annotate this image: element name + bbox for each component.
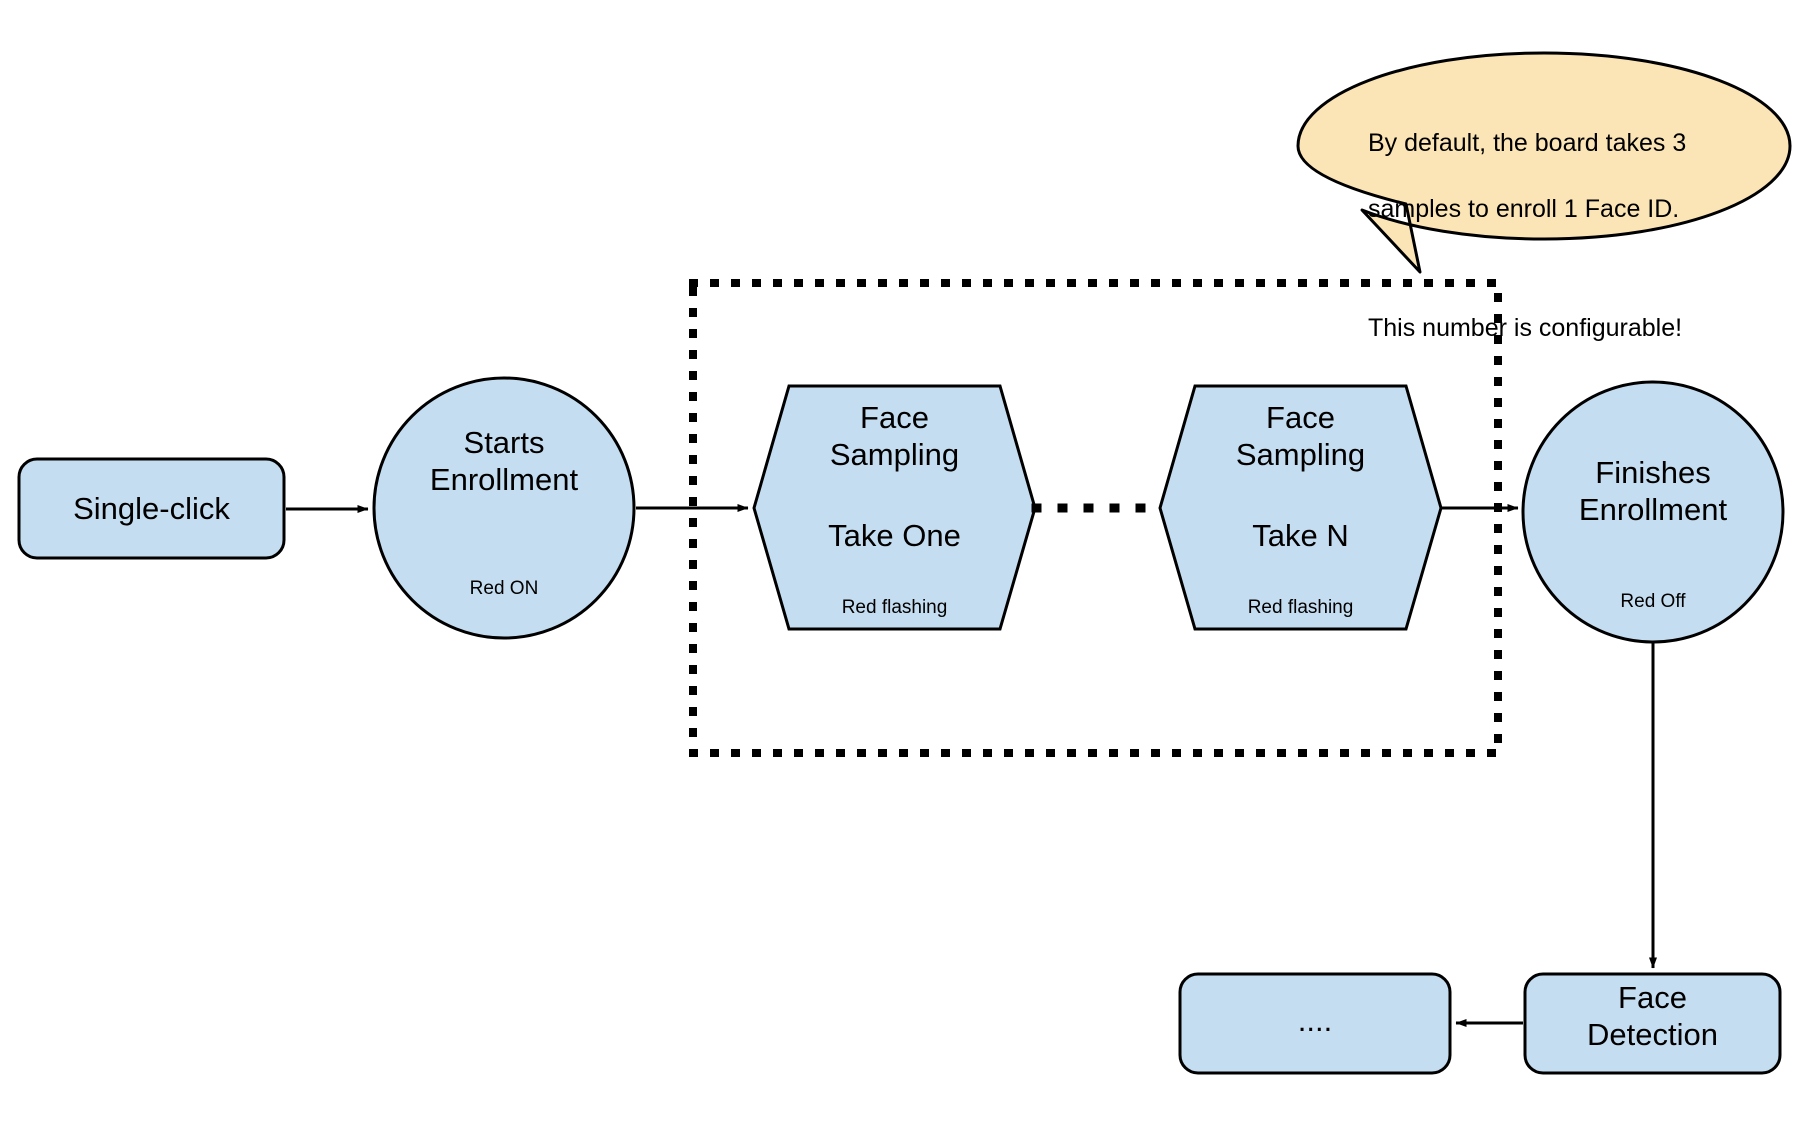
sampling-group-box xyxy=(689,279,1502,757)
node-face-detection-shape[interactable] xyxy=(1523,972,1782,1075)
node-single-click-shape[interactable] xyxy=(17,457,286,560)
node-starts-enrollment-shape[interactable] xyxy=(372,376,636,640)
node-face-sampling-n-shape[interactable] xyxy=(1158,384,1443,631)
node-finishes-enrollment-shape[interactable] xyxy=(1521,380,1785,644)
node-face-sampling-one-shape[interactable] xyxy=(752,384,1037,631)
callout-bubble-shape xyxy=(1296,51,1792,274)
node-ellipsis-shape[interactable] xyxy=(1178,972,1452,1075)
